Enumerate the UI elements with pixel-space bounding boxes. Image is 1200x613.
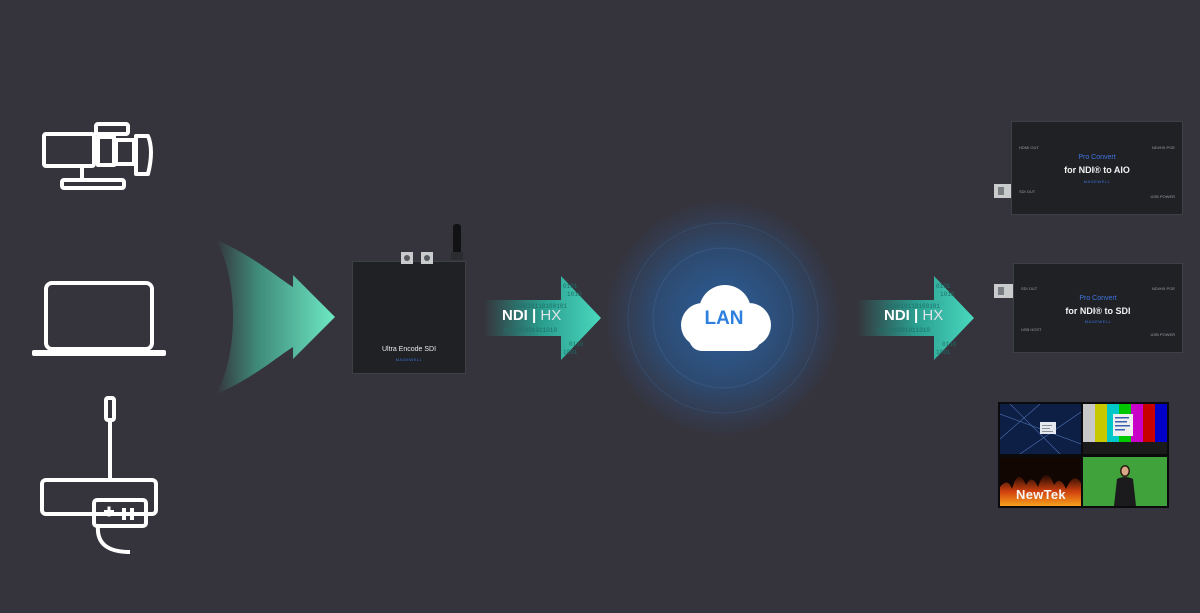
svg-text:1010: 1010: [567, 291, 582, 298]
quad-network-view: [1000, 404, 1081, 454]
decoder1-title: Pro Convert: [1078, 154, 1116, 161]
svg-text:0110: 0110: [942, 341, 957, 348]
right-ndi-text: NDI: [884, 307, 910, 324]
game-console-icon: [38, 396, 158, 556]
decoder1-subtitle: for NDI® to AIO: [1064, 165, 1130, 175]
svg-text:101101001011010: 101101001011010: [876, 327, 930, 334]
multiview-monitor: NewTek: [998, 402, 1169, 508]
left-stream-label: NDI | HX: [502, 307, 561, 324]
left-ndi-separator: |: [532, 307, 537, 324]
encoder-brand: MAGEWELL: [395, 357, 423, 362]
right-hx-text: HX: [922, 307, 944, 324]
decoder2-port-2: NDI/HX POE: [1151, 286, 1175, 291]
decoder2-brand: MAGEWELL: [1084, 319, 1112, 324]
svg-text:0110: 0110: [569, 341, 584, 348]
svg-text:0101: 0101: [563, 283, 578, 290]
newtek-logo: NewTek: [1016, 487, 1066, 502]
left-hx-text: HX: [540, 307, 562, 324]
quad-color-bars: [1083, 404, 1167, 454]
decoder1-port-4: USB POWER: [1150, 194, 1175, 199]
svg-text:010010110100101: 010010110100101: [513, 303, 567, 310]
decoder1-device: HDMI OUT NDI/HX POE SDI OUT USB POWER Pr…: [1011, 121, 1183, 215]
decoder1-brand: MAGEWELL: [1083, 179, 1111, 184]
lan-label: LAN: [704, 308, 744, 329]
right-ndi-separator: |: [914, 307, 919, 324]
svg-text:1001: 1001: [563, 349, 578, 356]
left-stream-arrow: 0101 1010 0110 1001 010010110100101 1011…: [483, 276, 601, 360]
encoder-connectors: [401, 252, 433, 264]
encoder-label: Ultra Encode SDI: [381, 346, 437, 353]
decoder2-title: Pro Convert: [1079, 295, 1117, 302]
video-camera-icon: [40, 122, 158, 192]
decoder2-subtitle: for NDI® to SDI: [1065, 306, 1131, 316]
svg-text:1010: 1010: [940, 291, 955, 298]
decoder2-port-4: USB POWER: [1150, 332, 1175, 337]
decoder2-device: SDI OUT NDI/HX POE USB HOST USB POWER Pr…: [1013, 263, 1183, 353]
svg-text:101101001011010: 101101001011010: [503, 327, 557, 334]
decoder2-connector: [994, 282, 1014, 300]
svg-text:1001: 1001: [936, 349, 951, 356]
svg-text:0101: 0101: [936, 283, 951, 290]
quad-presenter: [1083, 457, 1167, 506]
decoder1-port-3: SDI OUT: [1019, 189, 1036, 194]
svg-text:010010110100101: 010010110100101: [886, 303, 940, 310]
cloud-icon: [673, 281, 775, 353]
decoder1-connector: [994, 182, 1014, 200]
encoder-device: Ultra Encode SDI MAGEWELL: [352, 252, 466, 374]
quad-fire: NewTek: [1000, 457, 1081, 506]
laptop-icon: [30, 280, 168, 360]
right-stream-arrow: 0101 1010 0110 1001 010010110100101 1011…: [856, 276, 974, 360]
decoder1-port-1: HDMI OUT: [1019, 145, 1039, 150]
decoder2-port-3: USB HOST: [1021, 327, 1042, 332]
right-stream-label: NDI | HX: [884, 307, 943, 324]
encoder-antenna: [450, 224, 464, 264]
decoder1-port-2: NDI/HX POE: [1151, 145, 1175, 150]
left-ndi-text: NDI: [502, 307, 528, 324]
decoder2-port-1: SDI OUT: [1021, 286, 1038, 291]
input-arrow: [215, 237, 340, 397]
